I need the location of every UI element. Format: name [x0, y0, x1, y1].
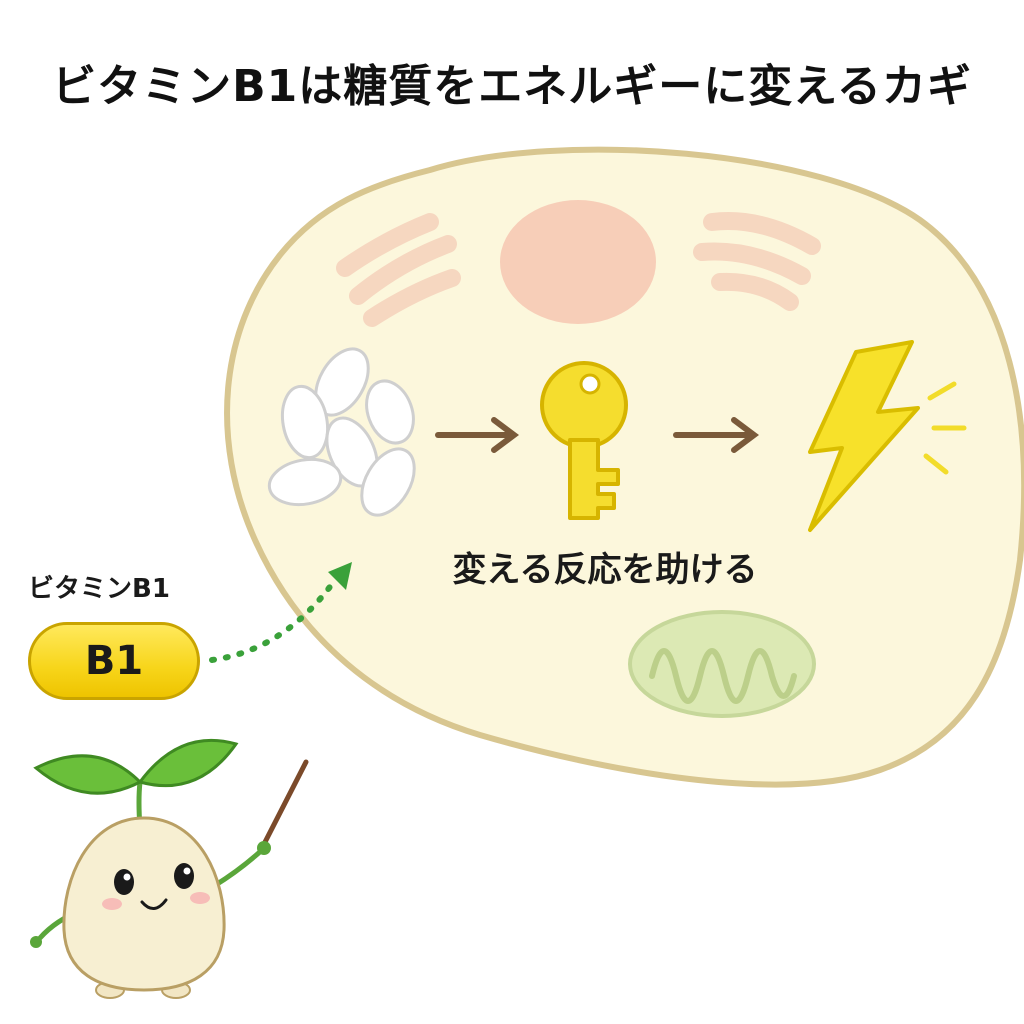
dotted-arrow [209, 562, 352, 663]
sprout-mascot [30, 738, 309, 999]
leaf-left [33, 754, 143, 795]
key-hole [579, 373, 601, 395]
arrow-to-energy [673, 417, 759, 453]
pointer-stick [259, 759, 309, 851]
page-title: ビタミンB1は糖質をエネルギーに変えるカギ [52, 61, 972, 112]
cell [224, 146, 1024, 788]
rice-grains-icon [267, 347, 416, 517]
golgi-right [693, 212, 821, 311]
nucleus [500, 200, 656, 324]
reaction-label: 変える反応を助ける [452, 550, 758, 590]
arrow-to-key [435, 417, 519, 453]
golgi-left [336, 213, 461, 327]
key-icon [540, 361, 628, 520]
vitamin-label: ビタミンB1 [28, 574, 170, 604]
sparkle-lines [923, 381, 967, 475]
vitamin-b1-capsule: B1 [28, 622, 200, 700]
mitochondria [628, 610, 816, 718]
leaf-right [137, 738, 239, 788]
lightning-icon [808, 340, 920, 532]
capsule-text: B1 [84, 638, 144, 684]
